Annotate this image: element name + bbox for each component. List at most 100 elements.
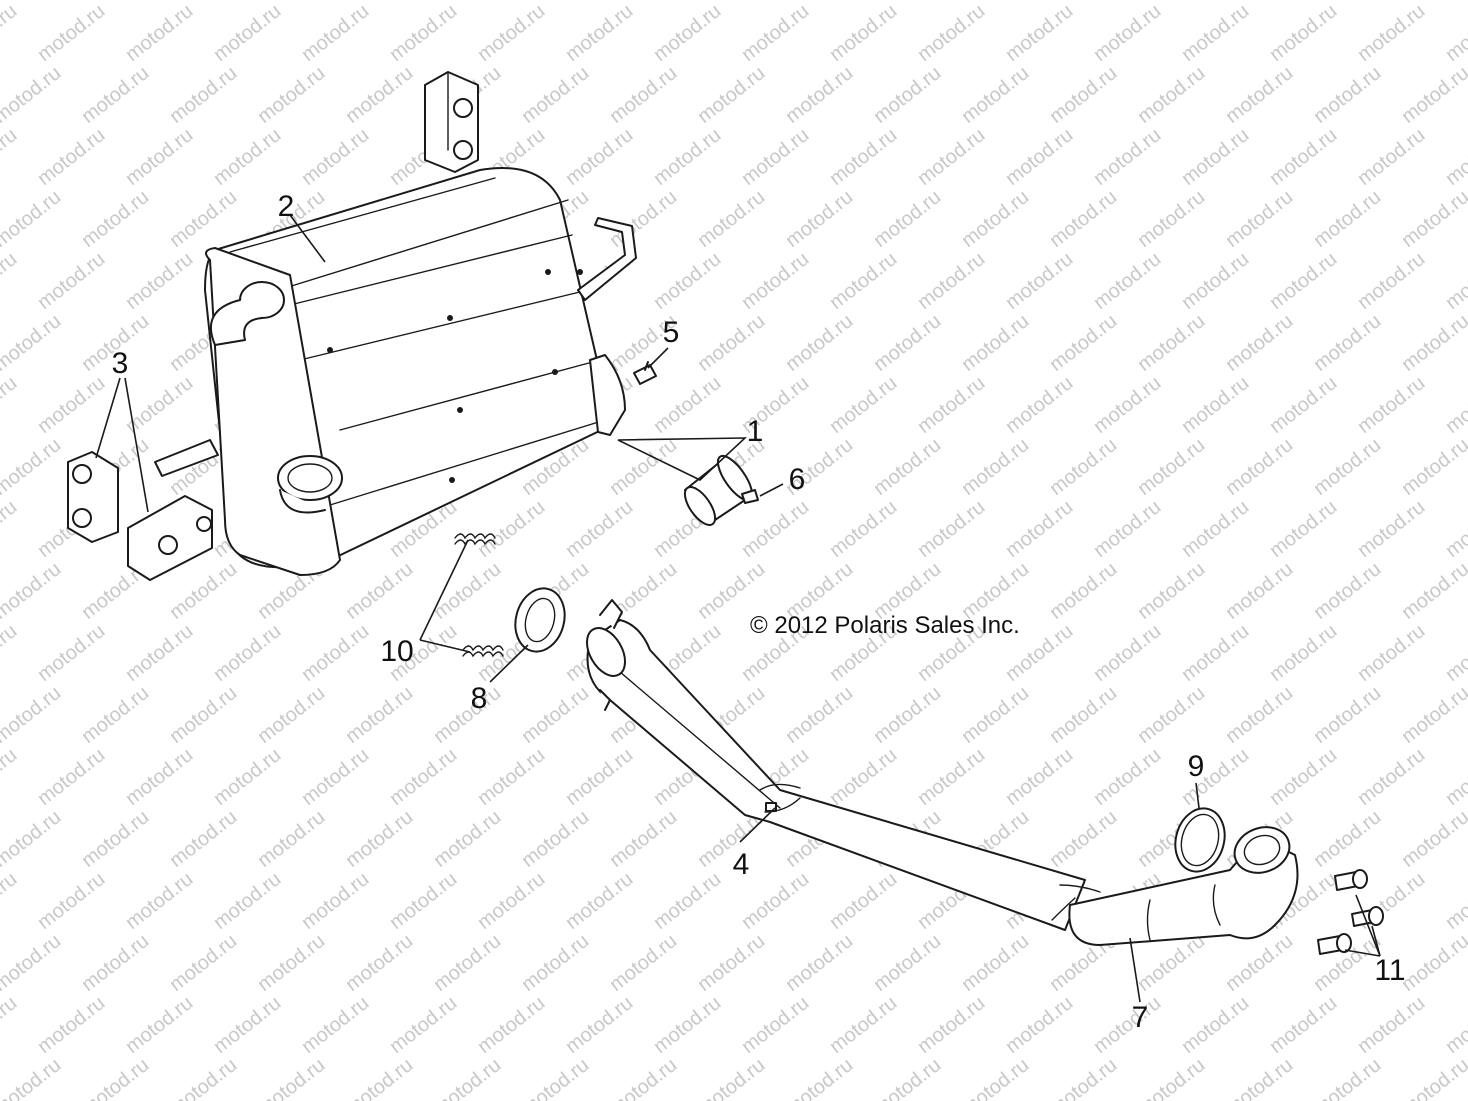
watermark-text: motod.ru bbox=[782, 0, 858, 4]
watermark-text: motod.ru bbox=[1222, 930, 1298, 996]
callout-11: 11 bbox=[1374, 954, 1406, 987]
watermark-text: motod.ru bbox=[166, 0, 242, 4]
watermark-text: motod.ru bbox=[1178, 992, 1254, 1058]
watermark-text: motod.ru bbox=[650, 868, 726, 934]
watermark-text: motod.ru bbox=[1090, 124, 1166, 190]
watermark-text: motod.ru bbox=[650, 0, 726, 66]
watermark-text: motod.ru bbox=[1398, 434, 1468, 500]
watermark-text: motod.ru bbox=[1090, 248, 1166, 314]
watermark-text: motod.ru bbox=[298, 992, 374, 1058]
watermark-text: motod.ru bbox=[958, 62, 1034, 128]
watermark-text: motod.ru bbox=[474, 0, 550, 66]
watermark-text: motod.ru bbox=[958, 186, 1034, 252]
watermark-text: motod.ru bbox=[342, 806, 418, 872]
gasket-part-8 bbox=[514, 587, 566, 653]
watermark-text: motod.ru bbox=[870, 310, 946, 376]
watermark-text: motod.ru bbox=[870, 186, 946, 252]
watermark-text: motod.ru bbox=[1398, 1054, 1468, 1101]
callout-3: 3 bbox=[111, 347, 129, 380]
watermark-text: motod.ru bbox=[738, 496, 814, 562]
watermark-text: motod.ru bbox=[166, 186, 242, 252]
watermark-text: motod.ru bbox=[1090, 992, 1166, 1058]
watermark-text: motod.ru bbox=[430, 1054, 506, 1101]
watermark-text: motod.ru bbox=[1310, 558, 1386, 624]
watermark-text: motod.ru bbox=[122, 868, 198, 934]
callout-1: 1 bbox=[746, 415, 764, 448]
watermark-text: motod.ru bbox=[430, 930, 506, 996]
watermark-text: motod.ru bbox=[1178, 248, 1254, 314]
watermark-text: motod.ru bbox=[34, 992, 110, 1058]
watermark-text: motod.ru bbox=[34, 248, 110, 314]
watermark-text: motod.ru bbox=[0, 806, 65, 872]
watermark-text: motod.ru bbox=[782, 1054, 858, 1101]
watermark-text: motod.ru bbox=[518, 930, 594, 996]
watermark-text: motod.ru bbox=[1354, 496, 1430, 562]
watermark-text: motod.ru bbox=[1442, 992, 1468, 1058]
watermark-text: motod.ru bbox=[0, 372, 21, 438]
watermark-text: motod.ru bbox=[166, 1054, 242, 1101]
watermark-text: motod.ru bbox=[166, 682, 242, 748]
watermark-text: motod.ru bbox=[210, 744, 286, 810]
watermark-text: motod.ru bbox=[122, 0, 198, 66]
watermark-text: motod.ru bbox=[826, 496, 902, 562]
watermark-text: motod.ru bbox=[1398, 310, 1468, 376]
watermark-text: motod.ru bbox=[1002, 124, 1078, 190]
watermark-text: motod.ru bbox=[1442, 744, 1468, 810]
watermark-text: motod.ru bbox=[562, 0, 638, 66]
watermark-text: motod.ru bbox=[914, 248, 990, 314]
watermark-text: motod.ru bbox=[606, 806, 682, 872]
watermark-text: motod.ru bbox=[1354, 0, 1430, 66]
head-pipe-part-7 bbox=[1068, 826, 1299, 946]
watermark-text: motod.ru bbox=[1398, 0, 1468, 4]
watermark-text: motod.ru bbox=[606, 434, 682, 500]
copyright-notice: © 2012 Polaris Sales Inc. bbox=[750, 612, 1020, 639]
watermark-text: motod.ru bbox=[826, 248, 902, 314]
watermark-text: motod.ru bbox=[298, 0, 374, 66]
watermark-text: motod.ru bbox=[122, 124, 198, 190]
watermark-text: motod.ru bbox=[914, 124, 990, 190]
watermark-text: motod.ru bbox=[782, 62, 858, 128]
watermark-text: motod.ru bbox=[430, 558, 506, 624]
watermark-text: motod.ru bbox=[386, 992, 462, 1058]
watermark-text: motod.ru bbox=[0, 620, 21, 686]
watermark-text: motod.ru bbox=[1134, 682, 1210, 748]
watermark-text: motod.ru bbox=[1046, 62, 1122, 128]
watermark-text: motod.ru bbox=[1354, 620, 1430, 686]
watermark-text: motod.ru bbox=[298, 124, 374, 190]
watermark-text: motod.ru bbox=[1310, 0, 1386, 4]
watermark-text: motod.ru bbox=[34, 372, 110, 438]
watermark-text: motod.ru bbox=[606, 62, 682, 128]
watermark-text: motod.ru bbox=[122, 248, 198, 314]
bolt-part-11-b bbox=[1351, 906, 1384, 927]
watermark-text: motod.ru bbox=[562, 124, 638, 190]
watermark-text: motod.ru bbox=[78, 186, 154, 252]
watermark-text: motod.ru bbox=[1134, 434, 1210, 500]
watermark-text: motod.ru bbox=[1442, 124, 1468, 190]
watermark-text: motod.ru bbox=[1134, 0, 1210, 4]
callout-8: 8 bbox=[470, 682, 488, 715]
watermark-text: motod.ru bbox=[1266, 0, 1342, 66]
watermark-text: motod.ru bbox=[342, 682, 418, 748]
watermark-text: motod.ru bbox=[914, 992, 990, 1058]
watermark-text: motod.ru bbox=[562, 496, 638, 562]
watermark-text: motod.ru bbox=[166, 930, 242, 996]
watermark-text: motod.ru bbox=[254, 930, 330, 996]
gasket-part-9 bbox=[1174, 807, 1226, 873]
watermark-text: motod.ru bbox=[1354, 744, 1430, 810]
watermark-text: motod.ru bbox=[298, 620, 374, 686]
muffler-part-2 bbox=[154, 167, 637, 576]
callout-10: 10 bbox=[380, 635, 414, 668]
watermark-text: motod.ru bbox=[1442, 620, 1468, 686]
watermark-text: motod.ru bbox=[826, 868, 902, 934]
watermark-text: motod.ru bbox=[1354, 992, 1430, 1058]
watermark-text: motod.ru bbox=[1310, 62, 1386, 128]
watermark-text: motod.ru bbox=[694, 310, 770, 376]
callout-6: 6 bbox=[788, 463, 806, 496]
watermark-text: motod.ru bbox=[474, 868, 550, 934]
watermark-text: motod.ru bbox=[1002, 0, 1078, 66]
watermark-text: motod.ru bbox=[1134, 1054, 1210, 1101]
watermark-text: motod.ru bbox=[1354, 124, 1430, 190]
watermark-text: motod.ru bbox=[1222, 62, 1298, 128]
watermark-text: motod.ru bbox=[78, 0, 154, 4]
